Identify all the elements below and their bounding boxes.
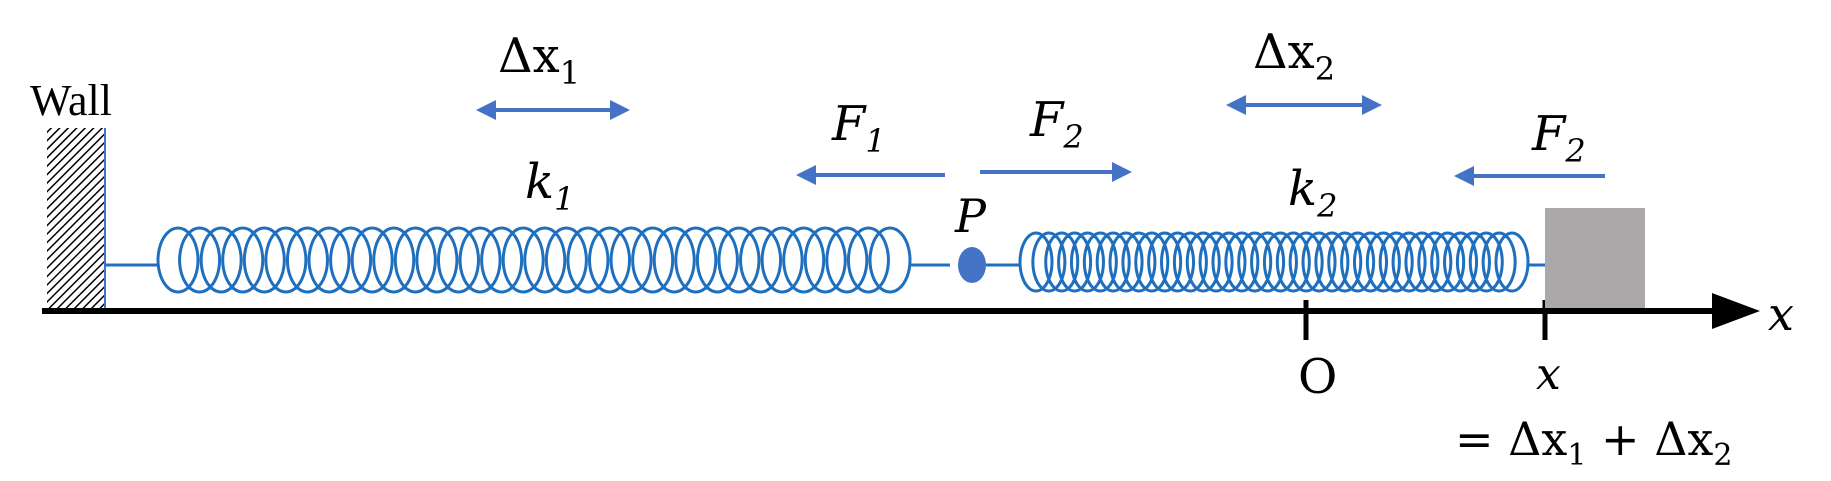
k2-label: k2	[1288, 161, 1337, 225]
equation: = Δx1 + Δx2	[1455, 412, 1732, 473]
block	[1545, 208, 1645, 308]
position-label: x	[1536, 349, 1561, 400]
k1-label: k1	[525, 154, 574, 218]
point-p	[958, 247, 986, 283]
f2-right-label: F2	[1531, 106, 1586, 170]
f1-label: F1	[831, 96, 886, 160]
delta-x2-label: Δx2	[1253, 24, 1335, 88]
origin-label: O	[1298, 349, 1337, 405]
x-axis-arrowhead	[1712, 293, 1760, 329]
f2-left-label: F2	[1029, 92, 1084, 156]
wall	[47, 128, 105, 310]
point-p-label: P	[954, 189, 987, 243]
x-axis-label: x	[1768, 287, 1794, 341]
wall-label: Wall	[30, 76, 112, 125]
delta-x1-label: Δx1	[498, 28, 580, 92]
spring-k2	[1018, 231, 1530, 293]
spring-k1	[156, 226, 912, 294]
